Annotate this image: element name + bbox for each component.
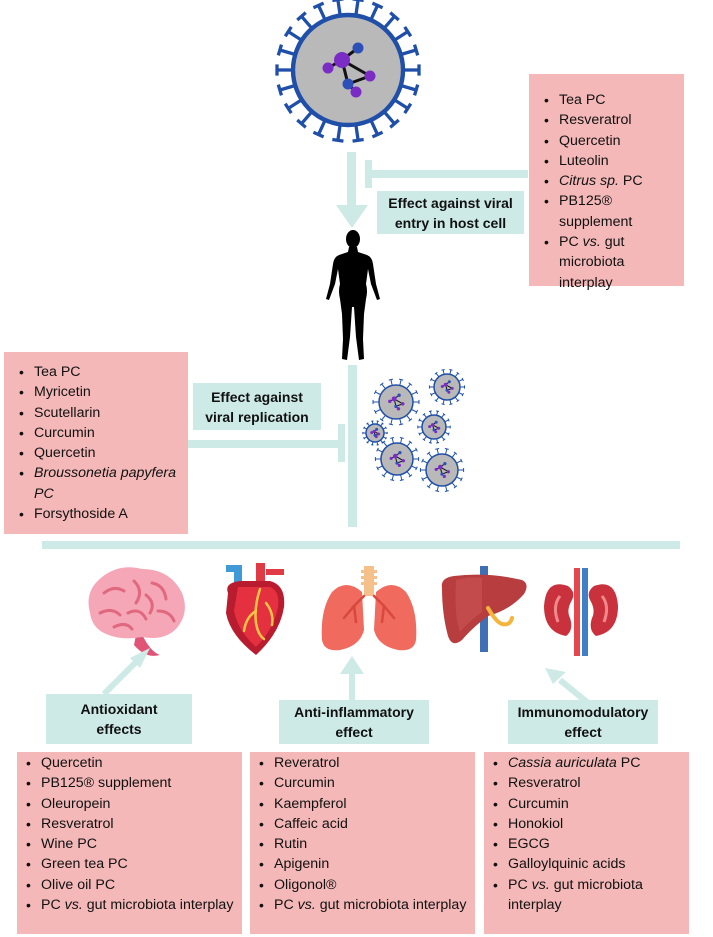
list-item: EGCG xyxy=(486,834,685,855)
viral-replication-box: Tea PCMyricetinScutellarinCurcuminQuerce… xyxy=(4,352,188,534)
list-item: Reveratrol xyxy=(252,753,471,774)
immunomodulatory-list: Cassia auriculata PCResveratrolCurcuminH… xyxy=(486,753,685,915)
kidneys-icon xyxy=(544,568,618,656)
viral-entry-label: Effect against viral entry in host cell xyxy=(377,191,524,234)
anti-inflammatory-label-text: Anti-inflammatory effect xyxy=(294,704,414,740)
list-item: Luteolin xyxy=(537,151,680,172)
lungs-icon xyxy=(321,566,417,651)
viral-entry-box: Tea PCResveratrolQuercetinLuteolinCitrus… xyxy=(529,74,684,291)
viral-replication-label-text: Effect against viral replication xyxy=(205,388,309,425)
list-item: PC vs. gut microbiota interplay xyxy=(537,232,680,293)
list-item: Green tea PC xyxy=(19,854,238,875)
list-item: Resveratrol xyxy=(486,773,685,794)
replication-inhibition-cap xyxy=(338,424,345,462)
antioxidant-list: QuercetinPB125® supplementOleuropeinResv… xyxy=(19,753,238,916)
list-item: Olive oil PC xyxy=(19,875,238,896)
list-item: Curcumin xyxy=(252,773,471,794)
immunomodulatory-label: Immunomodulatory effect xyxy=(508,700,658,744)
list-item: PB125® supplement xyxy=(537,191,680,232)
brain-icon xyxy=(88,567,185,656)
top-vertical-connector xyxy=(347,152,356,208)
list-item: Myricetin xyxy=(12,382,184,403)
list-item: Resveratrol xyxy=(19,814,238,835)
list-item: Cassia auriculata PC xyxy=(486,753,685,774)
list-item: Oligonol® xyxy=(252,875,471,896)
middle-vertical-connector xyxy=(348,365,357,527)
anti-inflammatory-label: Anti-inflammatory effect xyxy=(279,700,429,744)
viral-replication-label: Effect against viral replication xyxy=(193,383,321,430)
list-item: PC vs. gut microbiota interplay xyxy=(19,895,238,916)
replication-inhibition-line xyxy=(187,440,343,448)
list-item: Honokiol xyxy=(486,814,685,835)
list-item: Resveratrol xyxy=(537,110,680,131)
list-item: Quercetin xyxy=(537,131,680,152)
list-item: Oleuropein xyxy=(19,794,238,815)
list-item: PB125® supplement xyxy=(19,773,238,794)
immunomodulatory-box: Cassia auriculata PCResveratrolCurcuminH… xyxy=(484,752,689,934)
list-item: PC vs. gut microbiota interplay xyxy=(486,875,685,916)
antioxidant-label: Antioxidant effects xyxy=(46,694,192,744)
list-item: Curcumin xyxy=(12,423,184,444)
list-item: Broussonetia papyfera PC xyxy=(12,463,184,504)
list-item: Apigenin xyxy=(252,854,471,875)
list-item: Quercetin xyxy=(12,443,184,464)
heart-icon xyxy=(226,563,285,655)
list-item: Forsythoside A xyxy=(12,504,184,525)
organ-divider-bar xyxy=(42,541,680,549)
immunomodulatory-label-text: Immunomodulatory effect xyxy=(517,704,649,740)
viral-replication-list: Tea PCMyricetinScutellarinCurcuminQuerce… xyxy=(12,362,184,525)
entry-inhibition-cap xyxy=(365,160,372,188)
list-item: Caffeic acid xyxy=(252,814,471,835)
anti-inflammatory-box: ReveratrolCurcuminKaempferolCaffeic acid… xyxy=(250,752,475,934)
list-item: Galloylquinic acids xyxy=(486,854,685,875)
liver-icon xyxy=(441,566,527,652)
list-item: Scutellarin xyxy=(12,403,184,424)
list-item: Quercetin xyxy=(19,753,238,774)
list-item: PC vs. gut microbiota interplay xyxy=(252,895,471,916)
list-item: Tea PC xyxy=(537,90,680,111)
entry-inhibition-line xyxy=(368,170,528,178)
list-item: Rutin xyxy=(252,834,471,855)
list-item: Wine PC xyxy=(19,834,238,855)
viral-entry-label-text: Effect against viral entry in host cell xyxy=(388,194,513,231)
antioxidant-label-text: Antioxidant effects xyxy=(80,701,158,737)
list-item: Kaempferol xyxy=(252,794,471,815)
list-item: Citrus sp. PC xyxy=(537,171,680,192)
viral-entry-list: Tea PCResveratrolQuercetinLuteolinCitrus… xyxy=(537,90,680,293)
list-item: Tea PC xyxy=(12,362,184,383)
anti-inflammatory-list: ReveratrolCurcuminKaempferolCaffeic acid… xyxy=(252,753,471,916)
antioxidant-box: QuercetinPB125® supplementOleuropeinResv… xyxy=(17,752,242,934)
list-item: Curcumin xyxy=(486,794,685,815)
human-silhouette-icon xyxy=(326,230,380,360)
